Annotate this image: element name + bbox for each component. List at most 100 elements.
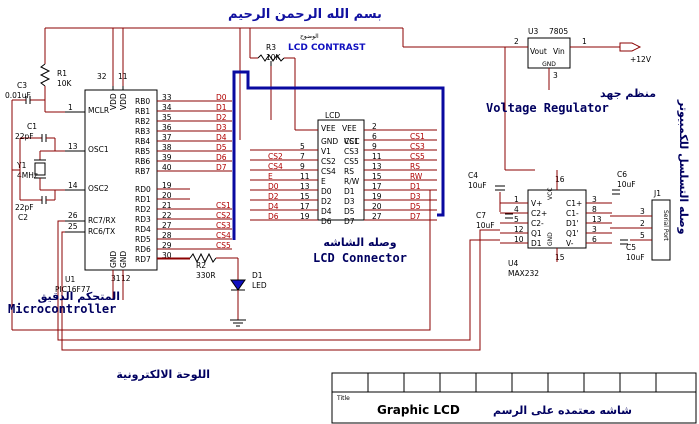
u1-pin-name-rb3: RB3 (135, 127, 150, 136)
lcd-left-num-7: 19 (300, 212, 310, 221)
u1-net-cs1: CS1 (216, 201, 231, 210)
r3-val: 10K (266, 53, 282, 62)
c4-val: 10uF (468, 181, 487, 190)
u3-pin-2: 2 (514, 37, 519, 46)
j1-pin-5: 5 (640, 231, 645, 240)
u3-part: 7805 (549, 27, 568, 36)
basmala-heading: بسم الله الرحمن الرحيم (228, 7, 382, 22)
c1-ref: C1 (27, 122, 37, 131)
lcd-left-name-8: D6 (321, 217, 332, 226)
contrast-pot: R3 10K LCD CONTRAST الوضوح (249, 28, 366, 130)
lcd-right-name-3: CS5 (344, 157, 359, 166)
u1-pin-name-rb0: RB0 (135, 97, 150, 106)
u1-net-d1: D1 (216, 103, 227, 112)
u1-pin-num-22: 22 (162, 211, 172, 220)
j1-pin-3: 3 (640, 207, 645, 216)
j1-val: Serial Port (662, 210, 669, 241)
c7-val: 10uF (476, 221, 495, 230)
u3-gnd: GND (542, 61, 556, 68)
lcd-left-name-7: D4 (321, 207, 332, 216)
ground-lines (12, 190, 431, 331)
lcd-vee-b: VEE (342, 124, 357, 133)
u1-net-d3: D3 (216, 123, 227, 132)
r1-val: 10K (57, 79, 73, 88)
u1-mclr: MCLR (88, 106, 109, 115)
u4-left-num-2: 5 (514, 215, 519, 224)
lcd-right-num-3: 11 (372, 152, 382, 161)
u4-left-name-4: D1 (531, 239, 542, 248)
lcd-left-name-5: D0 (321, 187, 332, 196)
j1-serial-port: J1 Serial Port 3 2 5 (610, 189, 671, 261)
title-block-label: Title (336, 395, 350, 402)
board-label-ar: اللوحة الالكترونية (116, 368, 210, 381)
u1-pin-name-rb5: RB5 (135, 147, 150, 156)
lcd-left-num-4: 13 (300, 182, 310, 191)
u4-right-name-3: Q1' (566, 229, 579, 238)
u3-vin: Vin (553, 47, 565, 56)
lcd-right-net-9: D7 (410, 212, 421, 221)
lcd-contrast-label-ar: الوضوح (300, 33, 319, 40)
u1-pin-num-38: 38 (162, 143, 172, 152)
u1-pin-12: 12 (121, 274, 131, 283)
u4-left-num-0: 1 (514, 195, 519, 204)
lcd-right-num-4: 13 (372, 162, 382, 171)
lcd-ref: LCD (325, 111, 340, 120)
lcd-left-net-5: D2 (268, 192, 279, 201)
lcd-right-net-3: CS5 (410, 152, 425, 161)
u1-net-cs3: CS3 (216, 221, 231, 230)
c2-val: 22pF (15, 203, 34, 212)
u4-right-name-1: C1- (566, 209, 579, 218)
lcd-left-name-6: D2 (321, 197, 332, 206)
c6-ref: C6 (617, 170, 627, 179)
u4-right-name-2: D1' (566, 219, 579, 228)
lcd-right-name-1: CS1 (344, 137, 359, 146)
lcd-left-num-2: 9 (300, 162, 305, 171)
u1-net-d2: D2 (216, 113, 227, 122)
lcd-left-net-4: D0 (268, 182, 279, 191)
u4-right-num-4: 6 (592, 235, 597, 244)
microcontroller-label: Microcontroller (8, 302, 116, 316)
lcd-right-name-8: D5 (344, 207, 355, 216)
microcontroller-label-ar: المتحكم الدقيق (38, 290, 120, 303)
lcd-right-num-0: 2 (372, 122, 377, 131)
u1-pin-1: 1 (68, 103, 73, 112)
u1-net-cs5: CS5 (216, 241, 231, 250)
lcd-left-name-0: GND (321, 137, 338, 146)
u4-right-num-1: 8 (592, 205, 597, 214)
u1-rc6: RC6/TX (88, 227, 115, 236)
c1-val: 22pF (15, 132, 34, 141)
title-block: Title Graphic LCD شاشه معتمده على الرسم (331, 372, 697, 424)
u1-microcontroller: 32 11 VDD VDD GND GND 31 12 MCLR 1 OSC1 … (55, 72, 158, 294)
lcd-left-num-0: 5 (300, 142, 305, 151)
lcd-left-num-3: 11 (300, 172, 310, 181)
r2-val: 330R (196, 271, 216, 280)
lcd-left-net-1: CS2 (268, 152, 283, 161)
j1-ref: J1 (653, 189, 661, 198)
u4-left-name-3: Q1 (531, 229, 542, 238)
u1-net-d6: D6 (216, 153, 227, 162)
c7-ref: C7 (476, 211, 486, 220)
u1-pin-num-36: 36 (162, 123, 172, 132)
c6-val: 10uF (617, 180, 636, 189)
d1-ref: D1 (252, 271, 263, 280)
u1-pin-name-rd6: RD6 (135, 245, 151, 254)
u4-left-num-1: 4 (514, 205, 519, 214)
u3-pin-3: 3 (553, 71, 558, 80)
u1-part: PIC16F77 (55, 285, 91, 294)
lcd-right-net-8: D5 (410, 202, 421, 211)
u1-osc2: OSC2 (88, 184, 109, 193)
y1-val: 4MHz (17, 171, 38, 180)
lcd-left-name-1: V1 (321, 147, 331, 156)
u4-right-name-4: V- (566, 239, 574, 248)
led-circuit: R2 330R D1 LED (157, 252, 267, 327)
u4-pin-15: 15 (555, 253, 565, 262)
u4-left-name-0: V+ (531, 199, 542, 208)
u4-part: MAX232 (508, 269, 539, 278)
u1-pin-name-rd0: RD0 (135, 185, 151, 194)
u1-vdd-a: VDD (109, 93, 118, 110)
u1-pin-31: 31 (111, 274, 121, 283)
u1-pin-name-rd7: RD7 (135, 255, 151, 264)
lcd-vee-a: VEE (321, 124, 336, 133)
